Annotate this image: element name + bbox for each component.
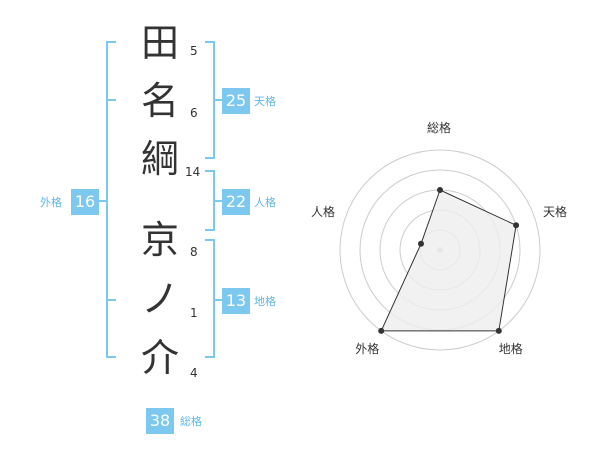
radar-point-4: [378, 327, 385, 334]
stroke-count-6: 4: [190, 366, 198, 380]
stroke-count-5: 1: [190, 306, 198, 320]
gaikaku-bracket: [106, 41, 116, 358]
stroke-count-3: 14: [185, 165, 201, 179]
soukaku-badge: 38: [146, 408, 174, 434]
radar-point-3: [495, 327, 502, 334]
radar-point-5: [418, 240, 424, 247]
name-char-4: 京: [140, 218, 179, 262]
chikaku-badge: 13: [222, 288, 250, 314]
name-char-3: 綱: [140, 137, 179, 181]
radar-axis-label-3: 地格: [498, 341, 523, 356]
name-char-6: 介: [140, 336, 179, 380]
stroke-count-1: 5: [190, 44, 198, 58]
jinkaku-label: 人格: [254, 196, 276, 209]
stroke-count-2: 6: [190, 106, 198, 120]
chikaku-label: 地格: [254, 295, 276, 308]
radar-point-2: [513, 222, 520, 229]
radar-ring-5: [339, 149, 541, 351]
name-char-1: 田: [140, 21, 179, 65]
tenkaku-label: 天格: [254, 95, 276, 108]
radar-axis-label-2: 天格: [543, 205, 568, 220]
name-char-2: 名: [140, 79, 179, 123]
jinkaku-badge: 22: [222, 189, 250, 215]
radar-polygon: [380, 189, 517, 332]
radar-axis-label-4: 外格: [355, 341, 380, 356]
chikaku-bracket: [205, 239, 215, 358]
radar-axis-label-1: 総格: [427, 121, 452, 135]
soukaku-label: 総格: [180, 415, 202, 428]
name-char-5: ノ: [140, 277, 179, 321]
radar-axis-label-5: 人格: [310, 205, 335, 220]
radar-point-1: [437, 187, 443, 193]
gaikaku-badge: 16: [71, 189, 99, 215]
tenkaku-badge: 25: [222, 88, 250, 114]
gaikaku-label: 外格: [40, 196, 62, 209]
stroke-count-4: 8: [190, 245, 198, 259]
